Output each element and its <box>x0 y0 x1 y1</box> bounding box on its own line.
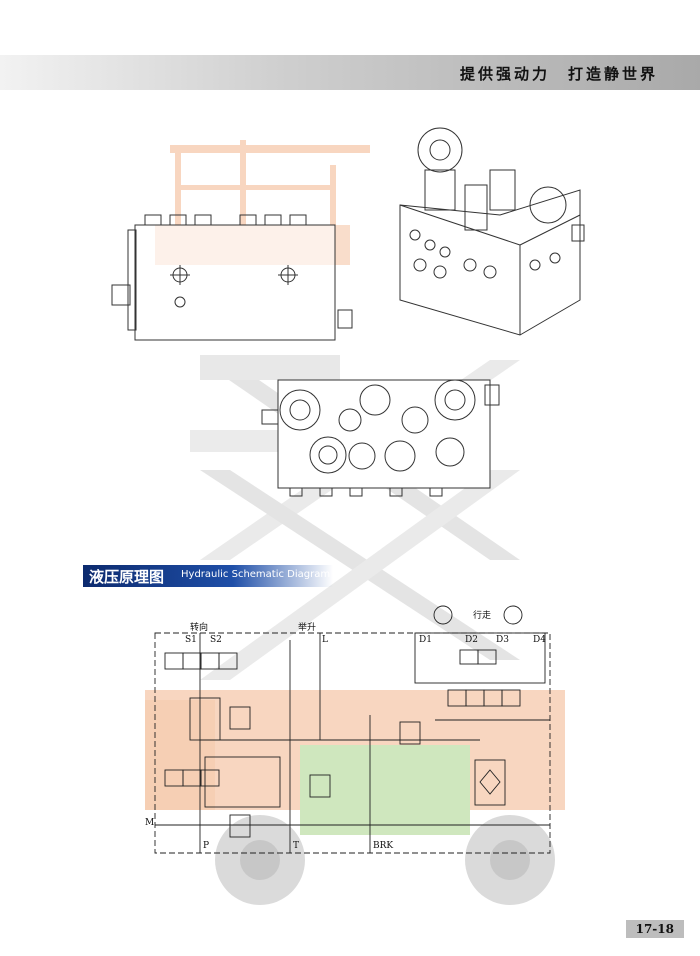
valve-block-side-view <box>111 214 353 341</box>
label-brk: BRK <box>373 841 394 851</box>
label-t: T <box>293 841 300 851</box>
label-travel: 行走 <box>473 611 492 621</box>
label-p: P <box>203 841 210 851</box>
label-s2: S2 <box>210 635 222 645</box>
slogan: 提供强动力 打造静世界 <box>459 65 658 83</box>
label-m: M <box>145 818 155 828</box>
hydraulic-schematic <box>154 605 551 854</box>
page-number: 17-18 <box>625 920 684 938</box>
label-l: L <box>322 635 328 645</box>
section-title-en: Hydraulic Schematic Diagram <box>181 569 331 580</box>
label-lift: 举升 <box>298 623 317 633</box>
label-s1: S1 <box>185 635 197 645</box>
section-title-zh: 液压原理图 <box>89 568 165 586</box>
label-d2: D2 <box>465 635 478 645</box>
label-d1: D1 <box>419 635 432 645</box>
label-d3: D3 <box>496 635 509 645</box>
header-banner: 提供强动力 打造静世界 <box>0 55 700 90</box>
label-d4: D4 <box>533 635 546 645</box>
schematic-section-title: 液压原理图 Hydraulic Schematic Diagram <box>83 565 333 587</box>
valve-block-top-view <box>261 379 500 497</box>
valve-block-isometric <box>399 127 585 336</box>
label-steer: 转向 <box>190 623 209 633</box>
